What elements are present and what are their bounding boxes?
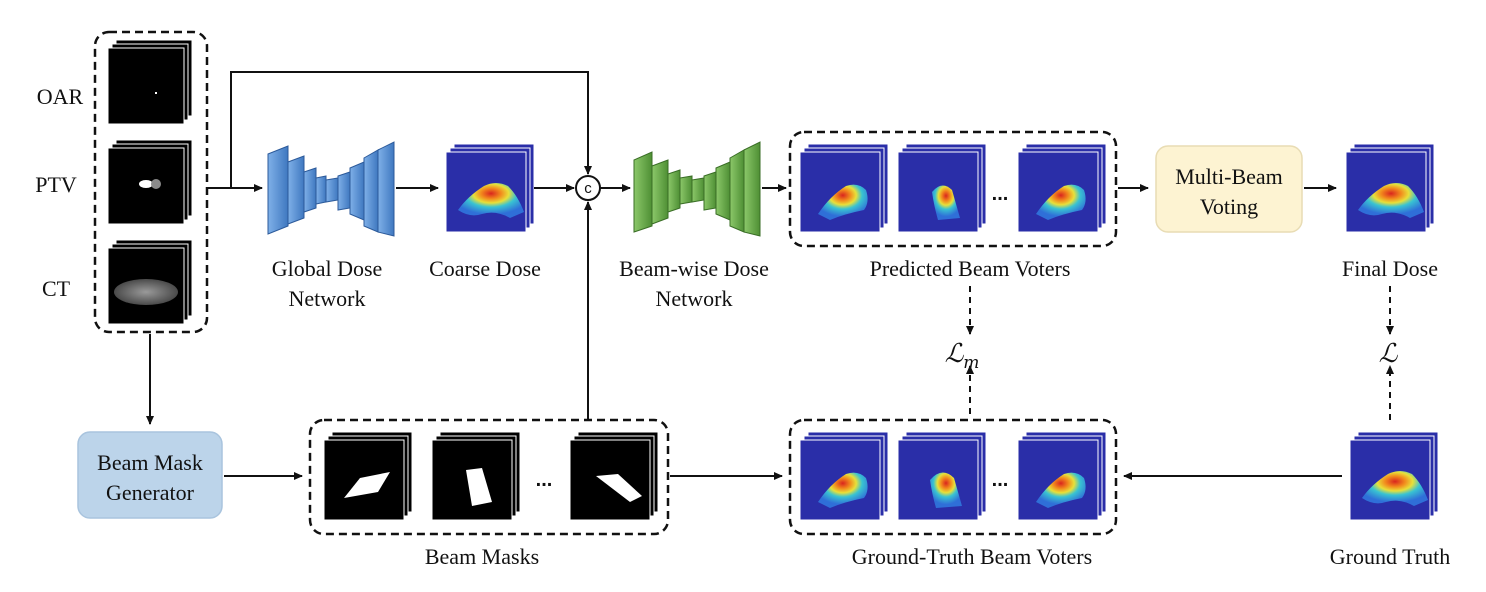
oar-image	[107, 39, 193, 125]
beam-masks-label: Beam Masks	[425, 544, 539, 569]
multi-beam-voting-box	[1155, 145, 1303, 233]
beam-mask-1	[323, 431, 413, 521]
ptv-label: PTV	[35, 172, 77, 197]
generator-label-1: Beam Mask	[97, 450, 203, 475]
oar-label: OAR	[37, 84, 84, 109]
coarse-dose-label: Coarse Dose	[429, 256, 541, 281]
ct-image	[107, 239, 193, 325]
predicted-voter-2	[897, 143, 987, 233]
beam-mask-generator-box	[77, 431, 223, 519]
beamwise-dose-network	[633, 141, 761, 237]
gt-voters-label: Ground-Truth Beam Voters	[852, 544, 1092, 569]
global-network-label-2: Network	[289, 286, 366, 311]
gt-voters-box	[788, 418, 1118, 536]
gt-voter-1	[799, 431, 889, 521]
beam-masks-ellipsis: ...	[536, 469, 553, 491]
global-network-label-1: Global Dose	[272, 256, 383, 281]
global-dose-network	[267, 141, 395, 237]
generator-label-2: Generator	[106, 480, 195, 505]
beamwise-network-label-2: Network	[656, 286, 733, 311]
concat-symbol: c	[584, 180, 592, 197]
loss-symbol: ℒ	[1379, 339, 1399, 369]
coarse-dose-image	[445, 143, 535, 233]
beam-masks-box	[308, 418, 670, 536]
predicted-voters-ellipsis: ...	[992, 183, 1009, 205]
multi-beam-voting-label-2: Voting	[1200, 194, 1258, 219]
predicted-voters-box	[788, 130, 1118, 248]
predicted-voter-1	[799, 143, 889, 233]
input-group-box	[93, 30, 209, 334]
ptv-image	[107, 139, 193, 225]
beamwise-network-label-1: Beam-wise Dose	[619, 256, 769, 281]
beam-mask-3	[569, 431, 659, 521]
ct-label: CT	[42, 276, 71, 301]
ground-truth-image	[1349, 431, 1439, 521]
gt-voter-2	[897, 431, 987, 521]
loss-m-symbol: ℒm	[945, 339, 980, 373]
predicted-voter-3	[1017, 143, 1107, 233]
beam-mask-2	[431, 431, 521, 521]
ground-truth-label: Ground Truth	[1330, 544, 1450, 569]
final-dose-image	[1345, 143, 1435, 233]
final-dose-label: Final Dose	[1342, 256, 1438, 281]
predicted-voters-label: Predicted Beam Voters	[870, 256, 1071, 281]
gt-voter-3	[1017, 431, 1107, 521]
skip-connection-arrow	[230, 71, 592, 188]
multi-beam-voting-label-1: Multi-Beam	[1175, 164, 1283, 189]
gt-voters-ellipsis: ...	[992, 469, 1009, 491]
